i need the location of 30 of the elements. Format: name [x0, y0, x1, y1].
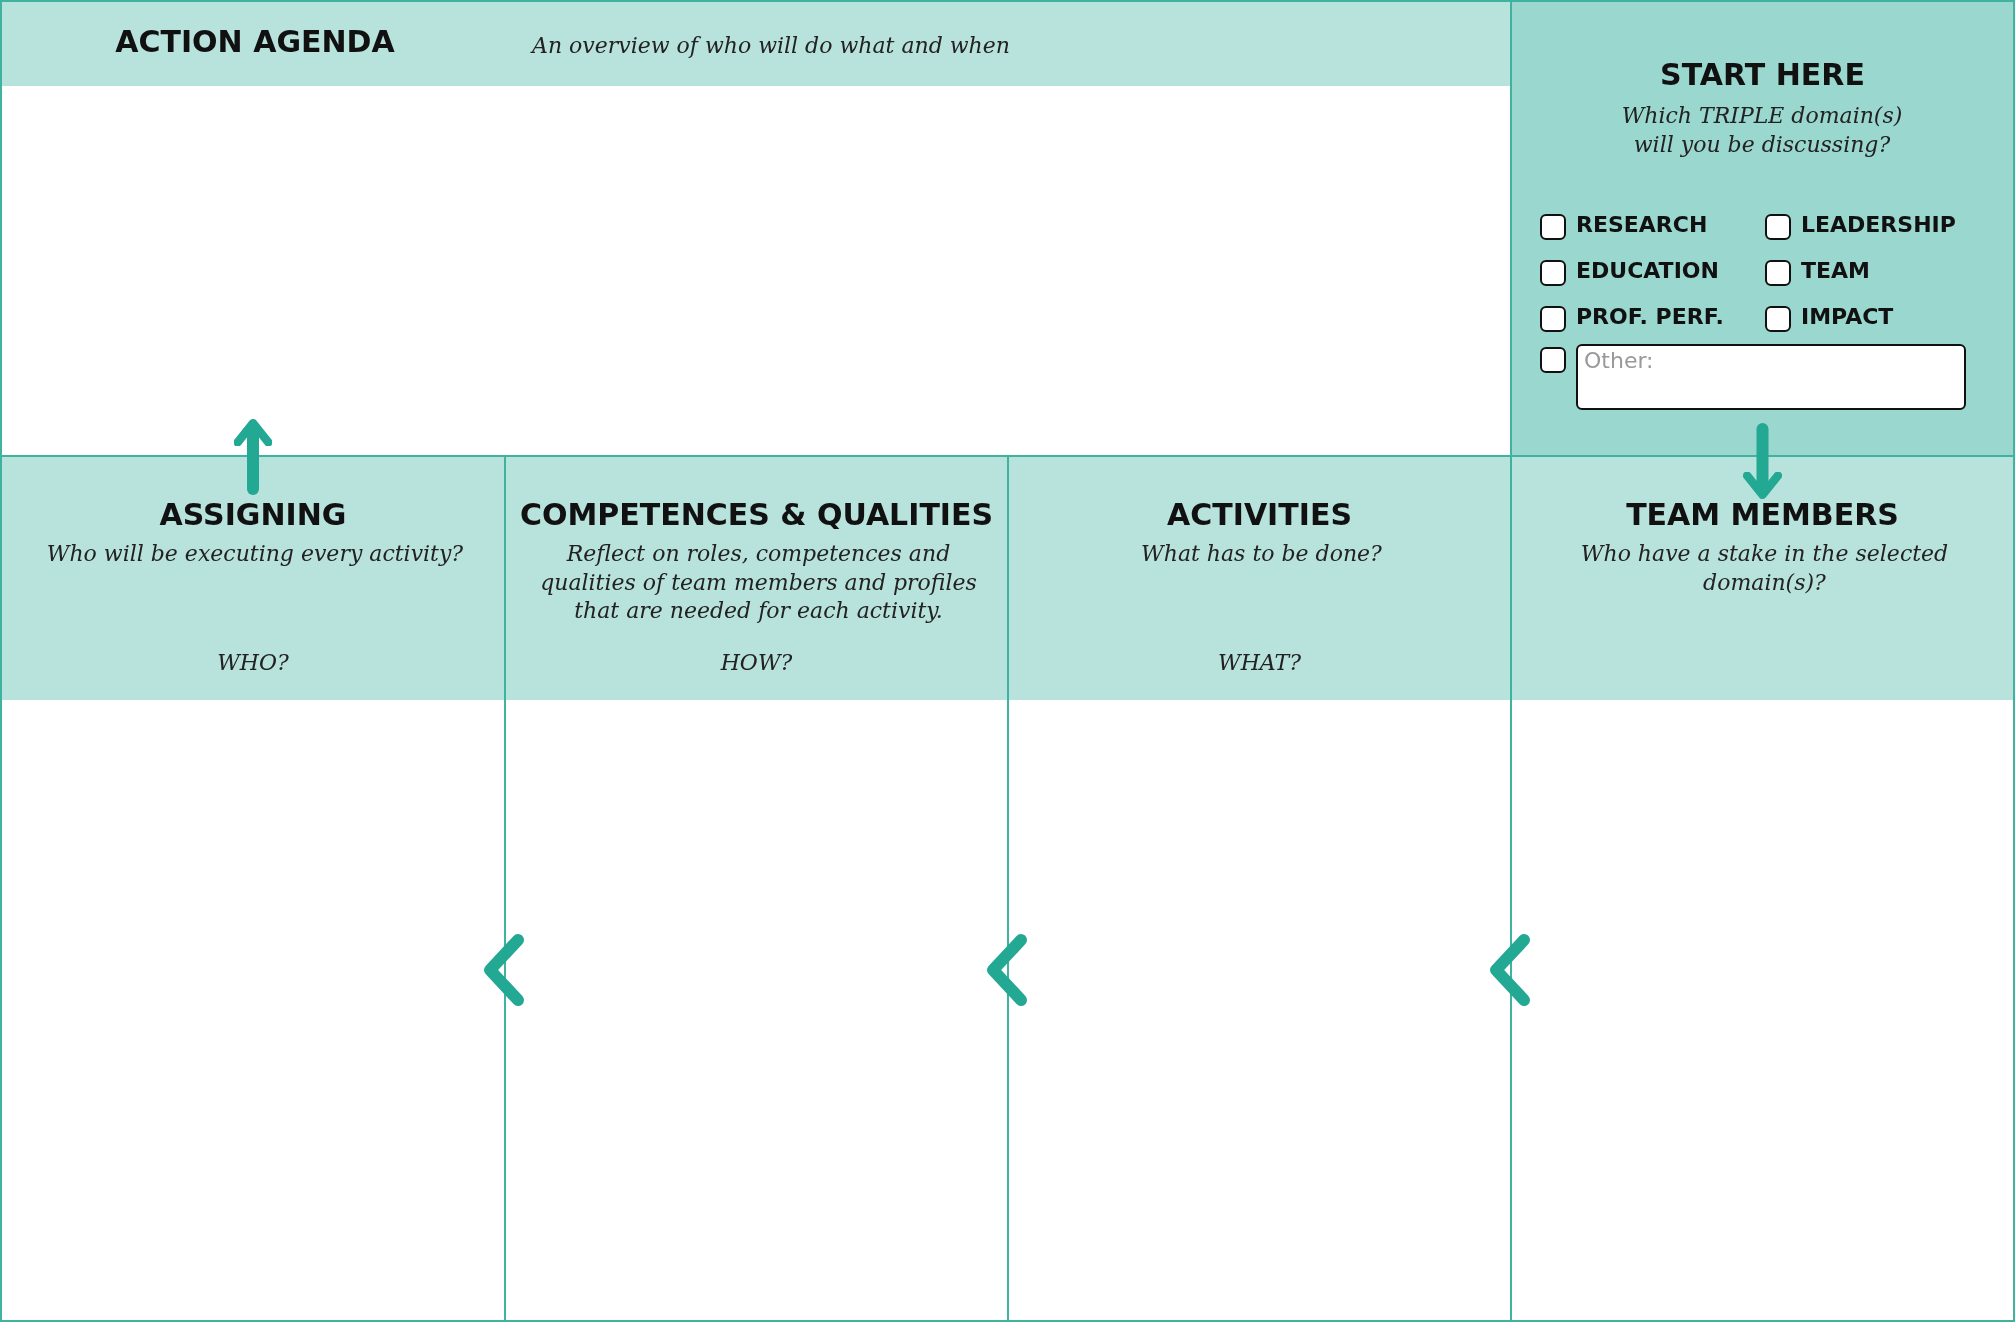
- subtitle: An overview of who will do what and when: [532, 32, 1010, 60]
- subtitle: Which TRIPLE domain(s) will you be discussing?: [1620, 102, 1904, 159]
- arrow: [1742, 423, 1783, 500]
- checkbox-label: EDUCATION: [1576, 258, 1719, 283]
- highlight-panel: [1510, 0, 2015, 457]
- checkbox-label: RESEARCH: [1576, 212, 1708, 237]
- canvas-panel: [0, 0, 1512, 457]
- checkbox-label: IMPACT: [1801, 304, 1894, 329]
- input-field: Other:: [1576, 344, 1966, 410]
- heading: ACTIVITIES: [1166, 497, 1353, 532]
- subtitle: Who will be executing every activity?: [45, 540, 465, 568]
- checkbox-label: TEAM: [1801, 258, 1870, 283]
- checkbox-label: LEADERSHIP: [1801, 212, 1956, 237]
- checkbox-label: PROF. PERF.: [1576, 304, 1724, 329]
- heading: START HERE: [1659, 57, 1866, 92]
- question-label: WHAT?: [1217, 649, 1302, 677]
- canvas-panel: [1007, 455, 1512, 1322]
- subtitle: Who have a stake in the selected domain(s)?: [1579, 540, 1950, 597]
- heading: COMPETENCES & QUALITIES: [518, 497, 995, 532]
- heading: TEAM MEMBERS: [1625, 497, 1900, 532]
- arrow: [233, 418, 273, 495]
- question-label: WHO?: [216, 649, 290, 677]
- subtitle: Reflect on roles, competences and qualities of team members and profiles that are needed for each activity.: [539, 540, 978, 626]
- canvas-panel: [504, 455, 1009, 1322]
- heading: ACTION AGENDA: [114, 24, 396, 59]
- canvas-panel: [1510, 455, 2015, 1322]
- subtitle: What has to be done?: [1140, 540, 1383, 568]
- question-label: HOW?: [719, 649, 794, 677]
- canvas-panel: [0, 455, 506, 1322]
- heading: ASSIGNING: [158, 497, 348, 532]
